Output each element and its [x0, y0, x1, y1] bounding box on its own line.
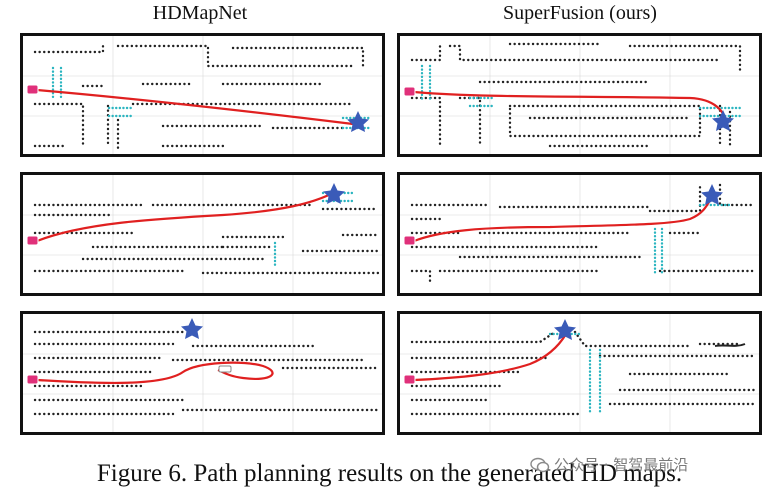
vehicle-icon [403, 374, 416, 385]
figure-caption: Figure 6. Path planning results on the g… [96, 460, 683, 487]
vehicle-icon [26, 235, 39, 246]
panel-superfusion-row1 [397, 33, 762, 157]
crossings [51, 66, 373, 130]
vehicle-icon [403, 235, 416, 246]
panel-superfusion-row3 [397, 311, 762, 435]
goal-star-icon [347, 111, 369, 132]
vehicle-icon [26, 84, 39, 95]
map-dots [33, 203, 380, 275]
map-dots [410, 183, 757, 283]
goal-star-icon [323, 183, 345, 204]
goal-star-icon [181, 318, 203, 339]
panel-superfusion-row2 [397, 172, 762, 296]
goal-star-icon [712, 110, 734, 131]
panel-hdmapnet-row2 [20, 172, 385, 296]
stopped-vehicle-icon [218, 365, 232, 373]
goal-star-icon [554, 319, 576, 340]
planned-path [36, 361, 274, 385]
column-title-hdmapnet: HDMapNet [152, 2, 248, 24]
watermark-text: 公众号 · 智驾最前沿 [554, 456, 689, 474]
vehicle-icon [26, 374, 39, 385]
column-title-superfusion: SuperFusion (ours) [503, 2, 657, 24]
map-dots [33, 330, 380, 416]
lane-segment [714, 343, 746, 347]
goal-star-icon [701, 184, 723, 205]
grid-lines [23, 36, 382, 154]
crossings [273, 191, 355, 267]
planned-path [36, 88, 354, 126]
panel-hdmapnet-row3 [20, 311, 385, 435]
planned-path [36, 192, 334, 243]
planned-path [413, 90, 727, 123]
grid-lines [23, 175, 382, 293]
vehicle-icon [403, 86, 416, 97]
map-dots [33, 40, 365, 150]
planned-path [413, 194, 714, 243]
planned-path [413, 333, 567, 382]
map-dots [410, 330, 757, 416]
watermark: 公众号 · 智驾最前沿 [530, 454, 688, 475]
crossings [653, 203, 732, 277]
crossings [420, 64, 742, 118]
panel-hdmapnet-row1 [20, 33, 385, 157]
wechat-icon [530, 457, 550, 472]
